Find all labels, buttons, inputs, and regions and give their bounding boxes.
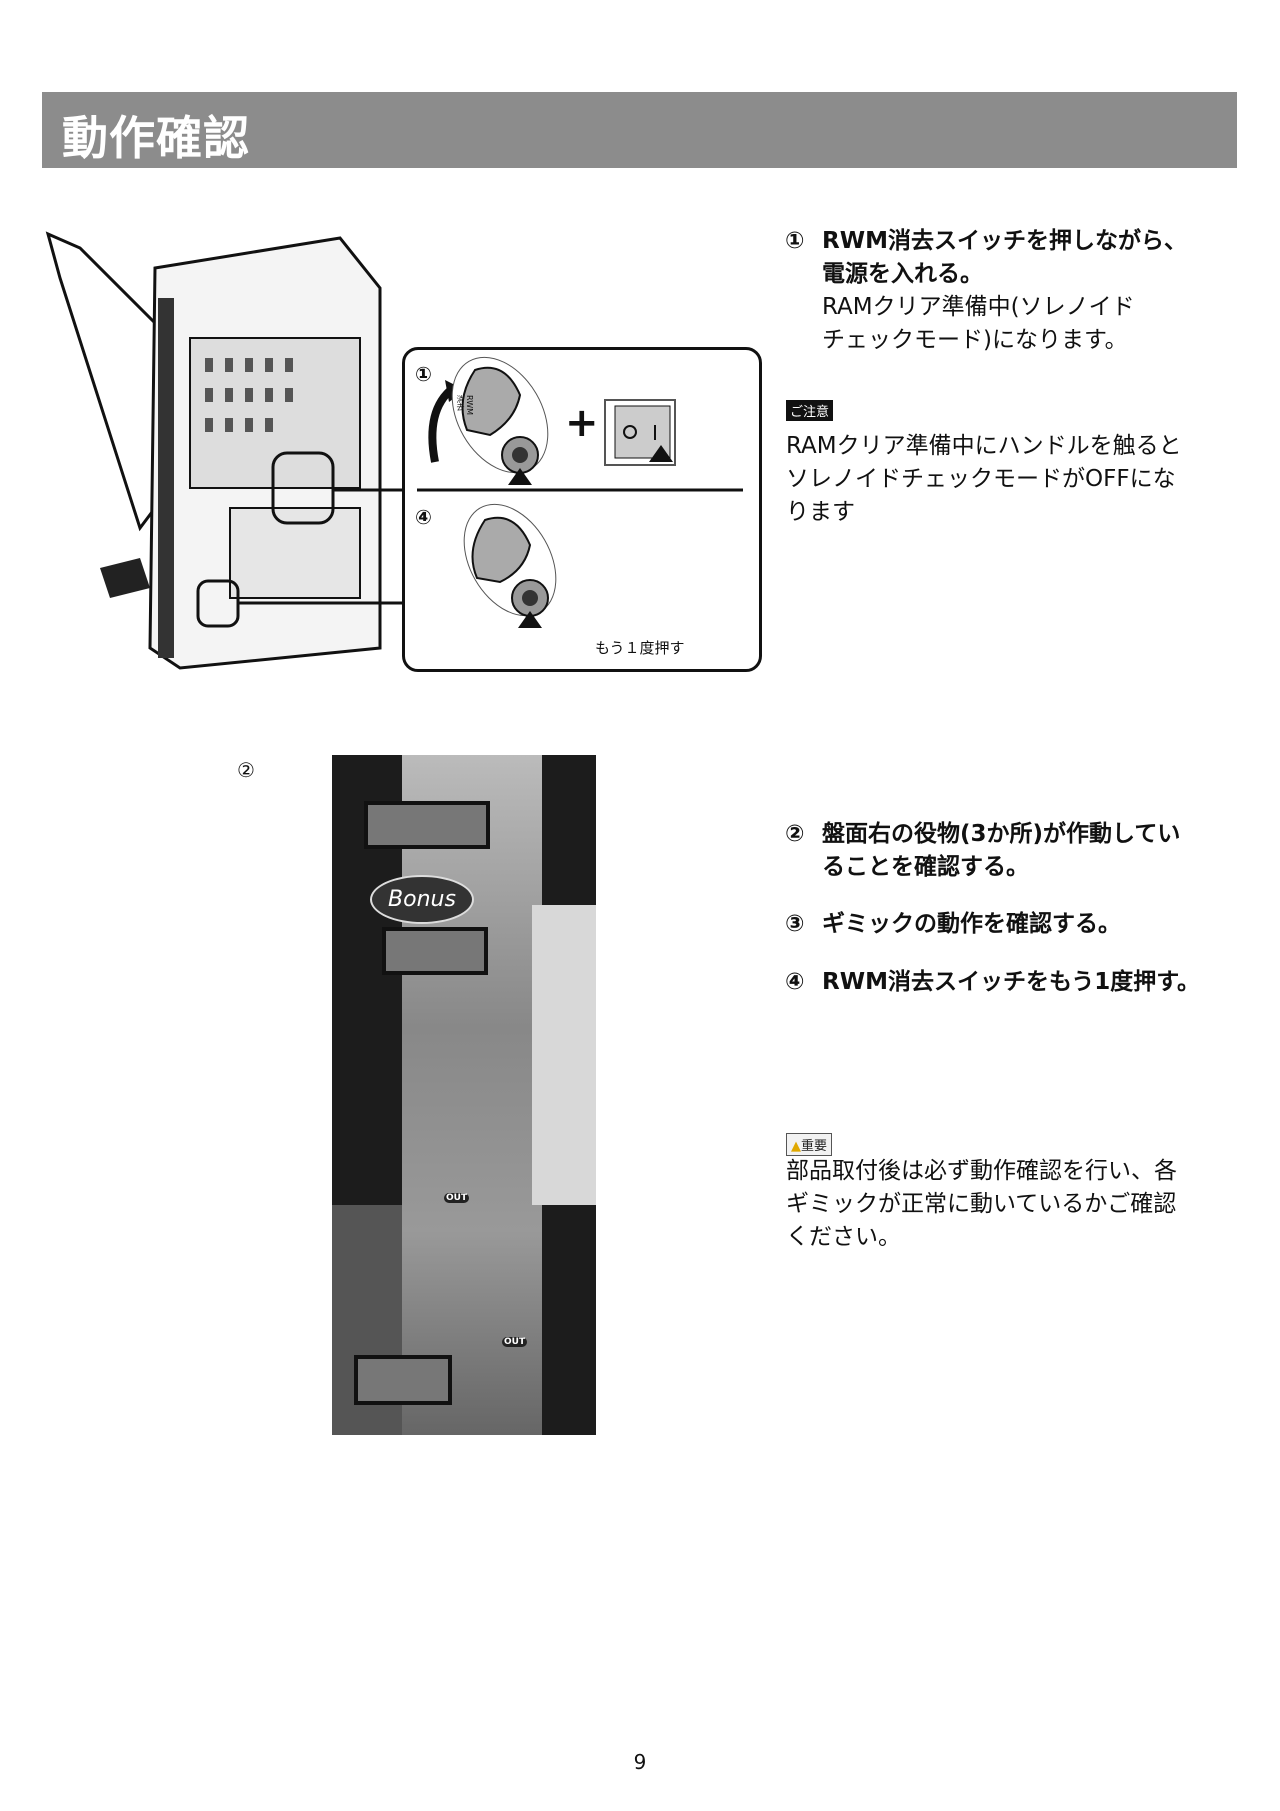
game-board-photo: Bonus OUT OUT — [332, 755, 596, 1435]
step-text: ギミックの動作を確認する。 — [822, 911, 1121, 937]
step-text: RWM消去スイッチを押しながら、 — [822, 228, 1187, 254]
switch-diagram — [417, 356, 743, 628]
machine-illustration — [45, 231, 402, 670]
gimmick-highlight-box — [364, 801, 490, 849]
important-line: 部品取付後は必ず動作確認を行い、各 — [786, 1158, 1177, 1184]
step-text: 電源を入れる。 — [822, 261, 983, 287]
caution-line: ソレノイドチェックモードがOFFにな — [786, 466, 1176, 492]
press-again-label: もう１度押す — [595, 639, 685, 657]
out-label: OUT — [502, 1337, 528, 1347]
section-header: 動作確認 — [42, 92, 1237, 168]
important-badge-label: 重要 — [801, 1139, 828, 1154]
step-note: RAMクリア準備中(ソレノイド — [822, 294, 1135, 320]
important-text: 部品取付後は必ず動作確認を行い、各 ギミックが正常に動いているかご確認 ください… — [786, 1155, 1246, 1254]
step-number: ④ — [785, 969, 805, 995]
step-note: チェックモード)になります。 — [822, 327, 1128, 353]
step-text: ることを確認する。 — [822, 854, 1029, 880]
important-line: ください。 — [786, 1224, 901, 1250]
bonus-logo: Bonus — [370, 875, 474, 924]
gimmick-highlight-box — [354, 1355, 452, 1405]
plus-sign: + — [565, 400, 599, 446]
important-badge: ▲重要 — [786, 1133, 833, 1156]
warning-icon: ▲ — [791, 1139, 801, 1154]
out-label: OUT — [444, 1193, 470, 1203]
callout-step-label-4: ④ — [415, 505, 432, 529]
step-text: 盤面右の役物(3か所)が作動してい — [822, 821, 1181, 847]
step-text: RWM消去スイッチをもう1度押す。 — [822, 969, 1200, 995]
switch-callout-panel: ① RWM 消去 + ④ もう１度押す — [402, 347, 762, 672]
gimmick-highlight-box — [382, 927, 488, 975]
caution-text: RAMクリア準備中にハンドルを触ると ソレノイドチェックモードがOFFにな りま… — [786, 430, 1246, 529]
caution-badge: ご注意 — [786, 400, 834, 421]
important-line: ギミックが正常に動いているかご確認 — [786, 1191, 1177, 1217]
page-number: 9 — [633, 1750, 647, 1774]
step-number: ③ — [785, 911, 805, 937]
step-number: ① — [785, 228, 805, 254]
board-step-label: ② — [237, 758, 255, 782]
rwm-switch-label: RWM — [465, 395, 474, 416]
page-title: 動作確認 — [62, 111, 250, 165]
caution-line: ります — [786, 499, 855, 525]
rwm-switch-label-2: 消去 — [456, 395, 465, 411]
caution-line: RAMクリア準備中にハンドルを触ると — [786, 433, 1182, 459]
callout-step-label: ① — [415, 362, 432, 386]
step-number: ② — [785, 821, 805, 847]
